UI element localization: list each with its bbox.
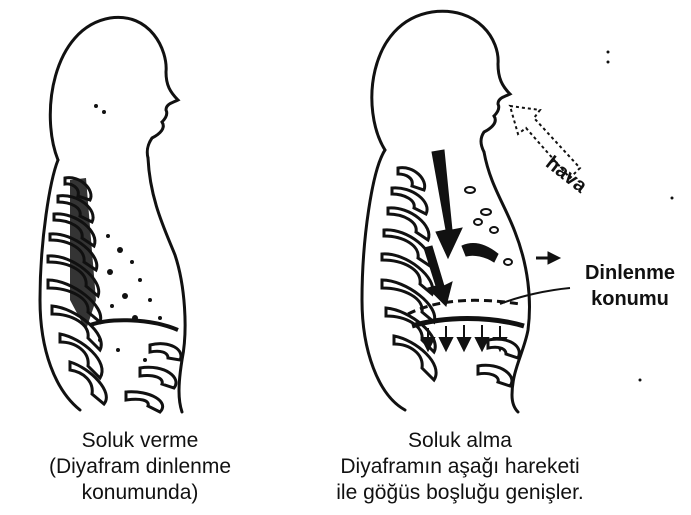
chest-expand-arrow <box>536 252 560 264</box>
inhale-caption: Soluk alma Diyaframın aşağı hareketi ile… <box>300 428 620 506</box>
rest-position-label: Dinlenme konumu <box>575 260 685 312</box>
exhale-caption-line-1: Soluk verme <box>20 428 260 454</box>
rest-label-line-2: konumu <box>575 286 685 312</box>
inhale-caption-line-3: ile göğüs boşluğu genişler. <box>300 480 620 506</box>
exhale-diaphragm <box>90 320 178 330</box>
inhale-arrows <box>424 150 498 306</box>
exhale-lower-ribs <box>126 344 181 412</box>
inhale-diaphragm <box>412 319 524 327</box>
background-specks <box>607 51 674 382</box>
inhale-head-outline <box>372 11 510 152</box>
inhale-caption-line-2: Diyaframın aşağı hareketi <box>300 454 620 480</box>
inhale-caption-line-1: Soluk alma <box>300 428 620 454</box>
exhale-head-outline <box>50 17 178 160</box>
exhale-caption: Soluk verme (Diyafram dinlenme konumunda… <box>20 428 260 506</box>
exhale-caption-line-2: (Diyafram dinlenme <box>20 454 260 480</box>
exhale-caption-line-3: konumunda) <box>20 480 260 506</box>
rest-label-line-1: Dinlenme <box>575 260 685 286</box>
